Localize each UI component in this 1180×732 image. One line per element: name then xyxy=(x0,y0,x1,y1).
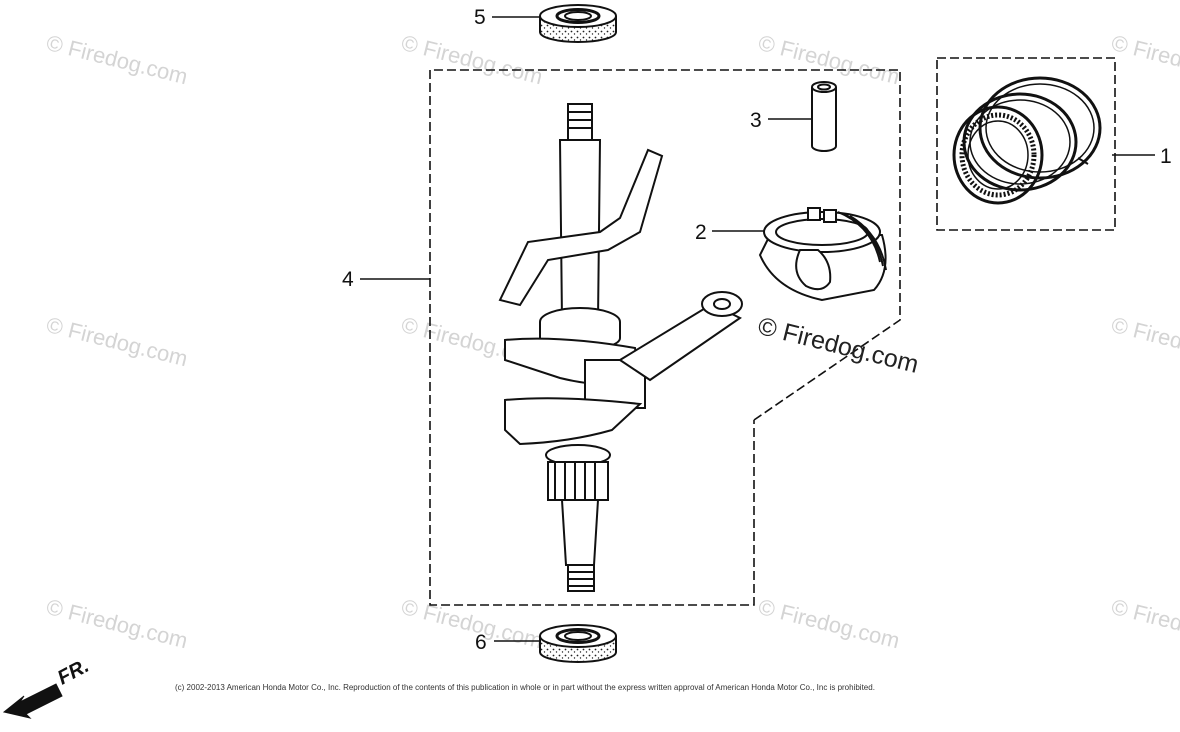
oil-seal-top xyxy=(539,4,617,43)
assembly-boundary xyxy=(429,69,901,606)
piston xyxy=(758,207,887,302)
callout-5: 5 xyxy=(474,6,486,29)
callout-4: 4 xyxy=(342,268,354,291)
crankshaft xyxy=(498,103,743,592)
callout-3: 3 xyxy=(750,109,762,132)
copyright-notice: (c) 2002-2013 American Honda Motor Co., … xyxy=(175,683,875,692)
piston-ring-set xyxy=(952,76,1102,205)
callout-2: 2 xyxy=(695,221,707,244)
ring-set-boundary xyxy=(936,57,1116,231)
callout-1: 1 xyxy=(1160,145,1172,168)
callout-6: 6 xyxy=(475,631,487,654)
oil-seal-bottom xyxy=(539,624,617,663)
piston-pin xyxy=(811,81,837,152)
front-arrow-icon xyxy=(2,683,63,719)
